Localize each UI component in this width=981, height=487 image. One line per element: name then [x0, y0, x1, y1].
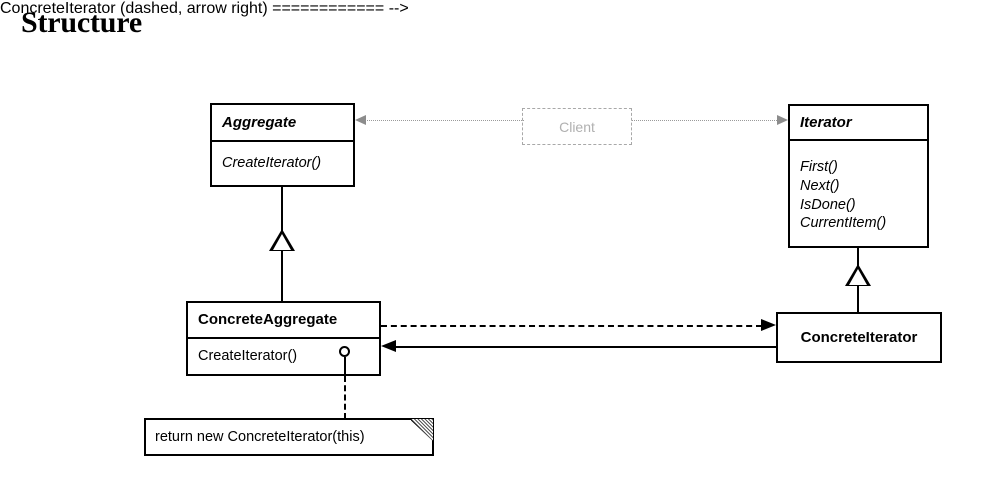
page-title: Structure [21, 6, 142, 39]
class-methods-compartment-iterator: First() Next() IsDone() CurrentItem() [790, 141, 927, 246]
note-folded-corner-icon [411, 419, 433, 441]
association-line-concrete-iterator-to-concrete-aggregate [396, 346, 776, 348]
arrowhead-concrete-aggregate-to-concrete-iterator-icon [761, 319, 776, 331]
note-text: return new ConcreteIterator(this) [155, 429, 365, 445]
arrowhead-client-to-aggregate-icon [355, 115, 366, 125]
class-box-concrete-aggregate[interactable]: ConcreteAggregate CreateIterator() [186, 301, 381, 376]
generalization-line-upper-aggregate [281, 187, 283, 231]
class-name-compartment-concrete-aggregate: ConcreteAggregate [188, 303, 379, 339]
method-aggregate-createiterator: CreateIterator() [222, 155, 322, 172]
method-iterator-isdone: IsDone() [800, 196, 856, 213]
generalization-line-lower-iterator [857, 286, 859, 313]
class-name-iterator: Iterator [800, 113, 852, 131]
note-anchor-line [344, 376, 346, 419]
generalization-line-upper-iterator [857, 248, 859, 266]
class-methods-compartment-concrete-aggregate: CreateIterator() [188, 339, 379, 374]
provided-interface-lollipop-icon [339, 346, 350, 357]
method-iterator-next: Next() [800, 177, 840, 194]
class-name-concrete-iterator: ConcreteIterator [800, 328, 918, 346]
lollipop-stem-line [344, 357, 346, 376]
method-iterator-currentitem: CurrentItem() [800, 215, 887, 232]
class-name-compartment-concrete-iterator: ConcreteIterator [778, 314, 940, 361]
class-name-compartment-iterator: Iterator [790, 106, 927, 141]
class-name-aggregate: Aggregate [222, 113, 297, 131]
method-concrete-aggregate-createiterator: CreateIterator() [198, 348, 298, 365]
arrowhead-concrete-iterator-to-concrete-aggregate-icon [381, 340, 396, 352]
generalization-line-lower-aggregate [281, 251, 283, 302]
class-box-client[interactable]: Client [522, 108, 632, 145]
class-box-iterator[interactable]: Iterator First() Next() IsDone() Current… [788, 104, 929, 248]
class-name-concrete-aggregate: ConcreteAggregate [198, 311, 338, 329]
method-iterator-first: First() [800, 158, 838, 175]
arrowhead-client-to-iterator-icon [777, 115, 788, 125]
dependency-line-client-to-aggregate [362, 120, 524, 121]
class-box-aggregate[interactable]: Aggregate CreateIterator() [210, 103, 355, 187]
dependency-line-concrete-aggregate-to-concrete-iterator [381, 325, 762, 327]
class-box-concrete-iterator[interactable]: ConcreteIterator [776, 312, 942, 363]
dependency-line-client-to-iterator [632, 120, 777, 121]
note-box[interactable]: return new ConcreteIterator(this) [144, 418, 434, 456]
class-name-compartment-aggregate: Aggregate [212, 105, 353, 142]
class-methods-compartment-aggregate: CreateIterator() [212, 142, 353, 185]
class-name-client: Client [559, 118, 595, 135]
